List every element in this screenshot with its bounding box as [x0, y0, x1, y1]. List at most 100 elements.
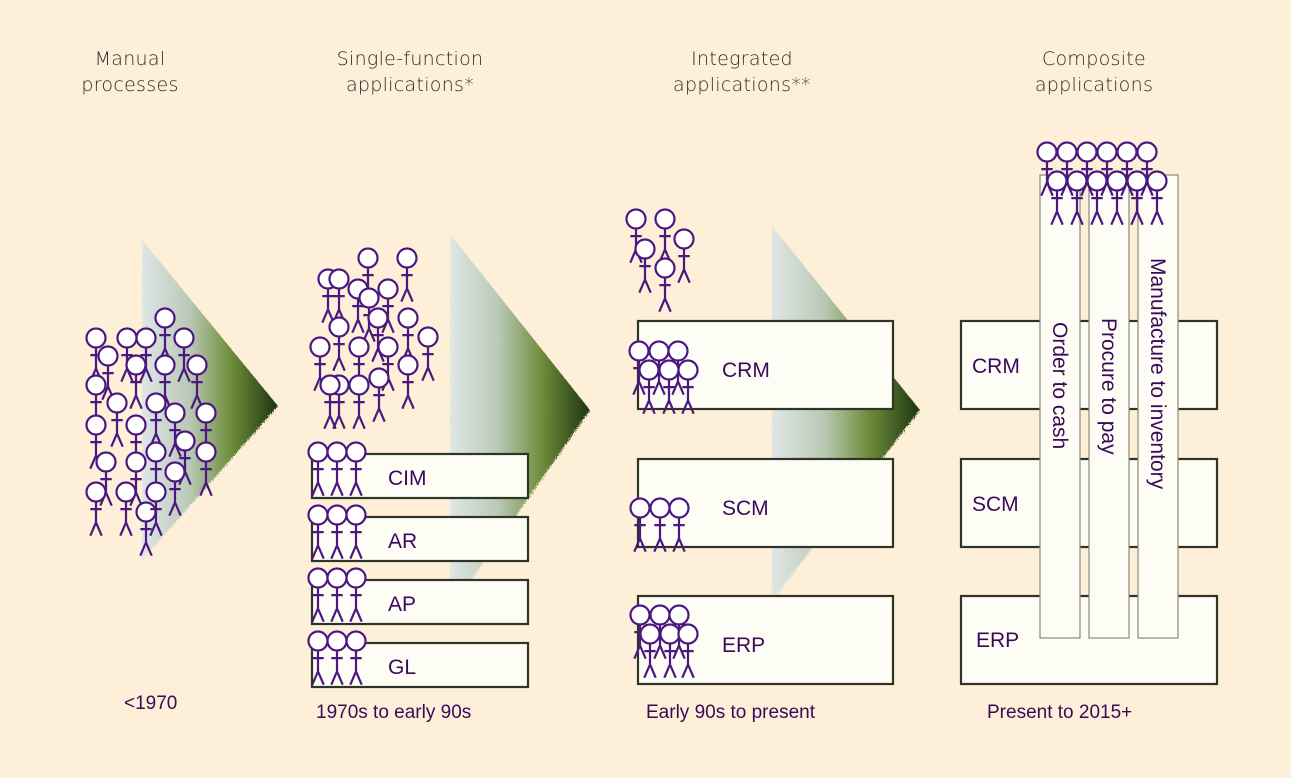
- person-icon: [345, 630, 367, 686]
- person-icon: [629, 497, 651, 553]
- person-icon: [154, 307, 176, 363]
- person-icon: [164, 461, 186, 517]
- box-label: ERP: [976, 629, 1019, 652]
- heading-line: Single-function: [336, 48, 484, 70]
- box-frame: [310, 578, 530, 626]
- person-icon: [85, 327, 107, 383]
- box-label: SCM: [972, 493, 1019, 516]
- app-box-cim: CIM: [310, 452, 530, 500]
- heading-line: processes: [81, 74, 179, 96]
- person-icon: [1136, 141, 1158, 197]
- box-label: AP: [388, 593, 416, 616]
- process-label: Procure to pay: [1097, 318, 1120, 455]
- person-icon: [1036, 141, 1058, 197]
- person-icon: [125, 354, 147, 410]
- app-box-ar: AR: [310, 515, 530, 563]
- process-bar-frame: [1039, 174, 1081, 639]
- person-icon: [1066, 170, 1088, 226]
- person-icon: [634, 238, 656, 294]
- person-icon: [307, 567, 329, 623]
- person-icon: [85, 414, 107, 470]
- heading-line: Integrated: [691, 48, 793, 70]
- person-icon: [95, 451, 117, 507]
- box-frame: [310, 641, 530, 689]
- stage-2-heading: Single-function applications*: [310, 46, 510, 98]
- person-icon: [654, 257, 676, 313]
- person-icon: [319, 374, 341, 430]
- person-icon: [328, 316, 350, 372]
- box-label: SCM: [722, 497, 769, 520]
- person-icon: [673, 228, 695, 284]
- person-icon: [397, 307, 419, 363]
- person-icon: [186, 354, 208, 410]
- process-bar-1: Order to cash: [1039, 174, 1081, 639]
- process-label: Order to cash: [1048, 322, 1071, 449]
- person-icon: [1116, 141, 1138, 197]
- person-icon: [377, 336, 399, 392]
- person-icon: [1146, 170, 1168, 226]
- box-label: GL: [388, 656, 416, 679]
- people-figures: [85, 141, 1168, 686]
- person-icon: [1106, 170, 1128, 226]
- box-label: ERP: [722, 634, 765, 657]
- stage-2-era: 1970s to early 90s: [316, 702, 472, 723]
- person-icon: [397, 354, 419, 410]
- person-icon: [348, 336, 370, 392]
- person-icon: [326, 504, 348, 560]
- box-label: CIM: [388, 467, 427, 490]
- person-icon: [348, 374, 370, 430]
- process-bar-frame: [1088, 174, 1130, 639]
- person-icon: [328, 268, 350, 324]
- person-icon: [668, 497, 690, 553]
- person-icon: [195, 402, 217, 458]
- person-icon: [173, 327, 195, 383]
- person-icon: [417, 326, 439, 382]
- person-icon: [345, 441, 367, 497]
- heading-line: Composite: [1041, 48, 1147, 70]
- stage-2-boxes: CIM AR AP GL: [310, 452, 530, 689]
- app-box-ap: AP: [310, 578, 530, 626]
- person-icon: [145, 392, 167, 448]
- stage-1-heading: Manual processes: [55, 46, 205, 98]
- heading-line: applications: [1034, 74, 1154, 96]
- person-icon: [367, 307, 389, 363]
- person-icon: [377, 278, 399, 334]
- person-icon: [145, 481, 167, 537]
- person-icon: [368, 367, 390, 423]
- process-bar-frame: [1137, 174, 1179, 639]
- stage-4-heading: Composite applications: [994, 46, 1194, 98]
- process-bar-3: Manufacture to inventory: [1137, 174, 1179, 639]
- person-icon: [677, 359, 699, 415]
- person-icon: [164, 402, 186, 458]
- person-icon: [115, 481, 137, 537]
- person-icon: [106, 392, 128, 448]
- process-label: Manufacture to inventory: [1146, 258, 1169, 490]
- stage-4-era: Present to 2015+: [987, 702, 1133, 723]
- app-box-gl: GL: [310, 641, 530, 689]
- person-icon: [654, 208, 676, 264]
- heading-line: applications**: [673, 74, 811, 96]
- person-icon: [97, 345, 119, 401]
- stage-4-boxes: CRM SCM ERP Order to cash Procure to pay Manu…: [959, 174, 1219, 686]
- heading-line: Manual: [94, 48, 166, 70]
- person-icon: [195, 441, 217, 497]
- person-icon: [677, 623, 699, 679]
- stage-3-era: Early 90s to present: [646, 702, 815, 723]
- box-label: CRM: [722, 359, 770, 382]
- person-icon: [658, 359, 680, 415]
- person-icon: [145, 441, 167, 497]
- person-icon: [309, 336, 331, 392]
- person-icon: [625, 208, 647, 264]
- person-icon: [135, 327, 157, 383]
- person-icon: [125, 414, 147, 470]
- box-label: AR: [388, 530, 417, 553]
- stage-3-heading: Integrated applications**: [642, 46, 842, 98]
- box-label: CRM: [972, 355, 1020, 378]
- person-icon: [125, 451, 147, 507]
- person-icon: [307, 504, 329, 560]
- stage-1-era: <1970: [124, 693, 178, 714]
- person-icon: [345, 567, 367, 623]
- box-frame: [310, 515, 530, 563]
- person-icon: [154, 354, 176, 410]
